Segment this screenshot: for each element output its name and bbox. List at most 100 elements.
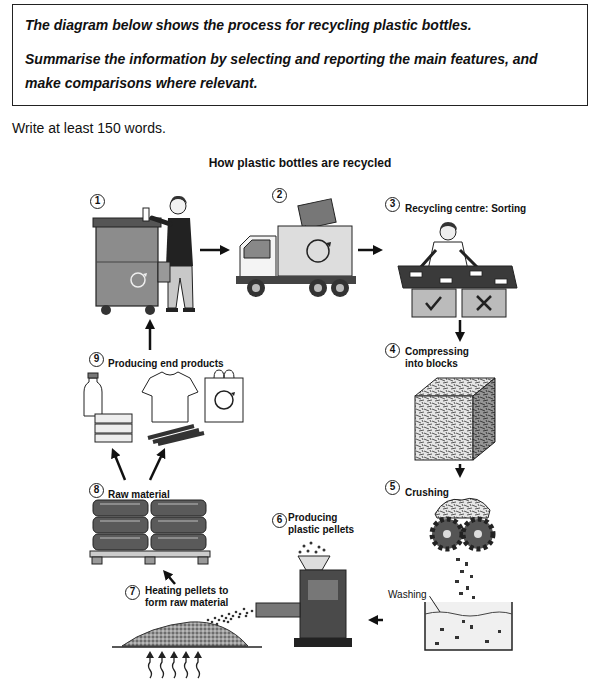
leader-line	[430, 596, 440, 612]
flow-arrow	[114, 454, 125, 480]
recycling-bin-figure	[96, 262, 158, 263]
washing-tank	[440, 628, 444, 631]
flow-arrow	[149, 325, 152, 350]
pellet-machine	[310, 542, 313, 545]
pellet-spray	[251, 610, 254, 613]
collection-truck	[244, 240, 270, 258]
raw-material-bales	[93, 500, 148, 516]
end-products	[205, 378, 243, 422]
end-products	[214, 370, 234, 378]
raw-material-bales	[90, 551, 210, 557]
crusher	[459, 592, 463, 595]
raw-material-bales	[145, 557, 155, 564]
collection-truck	[247, 279, 265, 297]
diagram-title: How plastic bottles are recycled	[0, 156, 600, 171]
collection-truck	[240, 236, 276, 282]
person-figure	[152, 218, 170, 224]
crusher	[443, 530, 451, 538]
raw-material-bales	[90, 500, 210, 564]
step-label: Raw material	[108, 489, 170, 501]
washing-tank	[435, 642, 439, 645]
connector-layer	[114, 250, 460, 620]
recycling-bin-figure	[96, 226, 158, 306]
washing-tank	[470, 625, 473, 629]
washing-tank	[498, 630, 501, 633]
crusher	[470, 575, 473, 578]
compressed-block	[473, 378, 495, 460]
step-number: 9	[89, 352, 104, 367]
prompt-text: The diagram below shows the process for …	[25, 13, 575, 37]
conveyor-belt	[440, 278, 452, 283]
collection-truck	[252, 284, 260, 292]
process-stage: 4Compressing into blocks	[383, 342, 518, 464]
person-figure	[168, 266, 193, 308]
flow-arrow	[150, 453, 162, 480]
prompt-text: Summarise the information by selecting a…	[25, 47, 575, 95]
step-number: 7	[125, 585, 140, 600]
pellet-machine	[256, 542, 352, 648]
collection-truck	[309, 279, 327, 297]
crusher	[456, 558, 460, 561]
collection-truck	[236, 199, 356, 297]
pellet-spray	[228, 613, 231, 616]
raw-material-bales	[151, 534, 206, 550]
process-stage: 1	[88, 192, 200, 319]
collection-truck	[326, 242, 331, 247]
end-products	[215, 391, 233, 409]
process-stage: 2	[230, 188, 358, 298]
raw-material-bales	[151, 517, 206, 533]
flow-arrow	[358, 249, 377, 252]
pellet-spray	[221, 615, 224, 618]
heat-arrows	[197, 657, 200, 678]
crusher	[455, 580, 459, 583]
step-label: Heating pellets to form raw material	[145, 585, 247, 609]
pellet-spray	[211, 621, 214, 624]
pellet-spray	[218, 619, 221, 622]
crusher	[435, 498, 490, 518]
callout-label: Washing	[388, 589, 427, 601]
pellet-machine	[300, 570, 346, 638]
pellet-spray	[207, 608, 254, 627]
heat-arrows	[149, 657, 152, 678]
task-box: The diagram below shows the process for …	[12, 4, 588, 106]
pellet-spray	[230, 618, 233, 621]
person-figure	[158, 262, 170, 282]
recycling-bin-figure	[93, 218, 161, 315]
pellet-machine	[299, 551, 302, 554]
conveyor-belt	[398, 266, 517, 288]
collection-truck	[336, 284, 344, 292]
sorting-bins	[412, 289, 506, 317]
collection-truck	[331, 279, 349, 297]
end-products	[84, 370, 243, 444]
collection-truck	[307, 240, 329, 262]
pellet-machine	[315, 551, 318, 554]
washing-tank	[425, 612, 512, 616]
collection-truck	[278, 226, 352, 276]
process-stage: 9 Producing end products	[80, 350, 250, 448]
flow-arrow	[459, 464, 462, 472]
raw-material-bales	[92, 557, 102, 564]
end-products	[142, 372, 198, 422]
end-products	[95, 434, 132, 442]
step-number: 4	[385, 343, 400, 358]
step-label: Producing plastic pellets	[288, 512, 366, 536]
step-number: 6	[272, 513, 287, 528]
end-products	[95, 424, 132, 433]
person-figure	[170, 196, 187, 204]
flow-arrow	[374, 619, 383, 622]
step-label: Producing end products	[108, 358, 224, 370]
step-number: 5	[385, 480, 400, 495]
pellet-heap	[112, 622, 262, 647]
flow-arrow	[167, 575, 175, 584]
crusher	[474, 530, 482, 538]
pellet-machine	[307, 550, 310, 553]
pellet-spray	[214, 617, 217, 620]
crusher	[466, 586, 469, 590]
pellet-spray	[225, 617, 228, 620]
recycling-bin-figure	[131, 273, 145, 287]
pellet-heap	[112, 646, 262, 648]
raw-material-bales	[93, 534, 148, 550]
compressed-block	[473, 378, 495, 460]
pellet-machine	[308, 580, 338, 600]
flow-arrow	[459, 320, 462, 336]
